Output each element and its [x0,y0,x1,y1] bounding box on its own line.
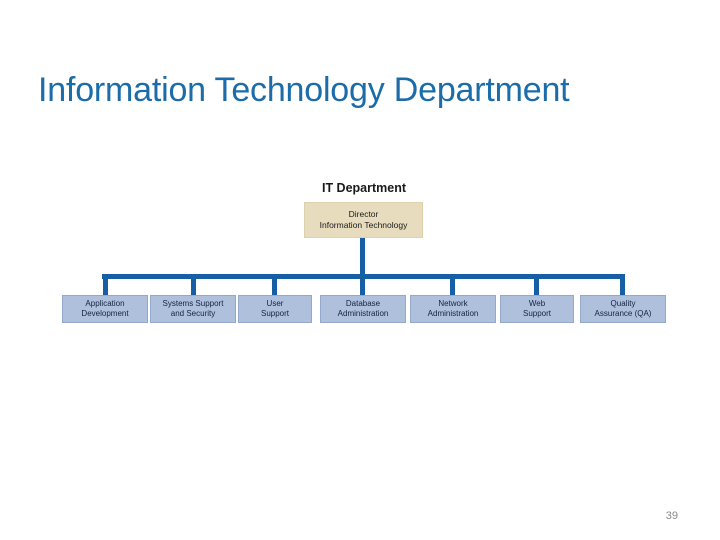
org-node-4-line2: Administration [337,309,389,318]
org-node-2-line1: Systems Support [162,299,224,308]
org-node-6-line1: Web [528,299,546,308]
org-node-5-line1: Network [438,299,468,308]
org-node-director-title: Director [348,209,379,219]
connector-drop-7 [620,274,625,296]
org-node-1-line1: Application [85,299,125,308]
org-node-3-line2: Support [260,309,290,318]
org-node-7-line1: Quality [610,299,636,308]
org-node-7-line2: Assurance (QA) [594,309,652,318]
org-node-6-line2: Support [522,309,552,318]
org-node-director: Director Information Technology [304,202,423,238]
connector-drop-4 [360,274,365,296]
connector-drop-6 [534,274,539,296]
org-node-4-line1: Database [345,299,381,308]
page-title: Information Technology Department [38,70,570,109]
org-node-director-unit: Information Technology [319,220,408,230]
connector-drop-3 [272,274,277,296]
connector-drop-2 [191,274,196,296]
org-node-1-line2: Development [81,309,129,318]
page-number: 39 [665,510,678,522]
org-node-5-line2: Administration [427,309,479,318]
connector-drop-5 [450,274,455,296]
org-chart-heading: IT Department [321,181,407,195]
connector-stem-root [360,238,365,278]
connector-drop-1 [103,274,108,296]
org-node-3-line1: User [266,299,284,308]
org-node-2-line2: and Security [170,309,216,318]
